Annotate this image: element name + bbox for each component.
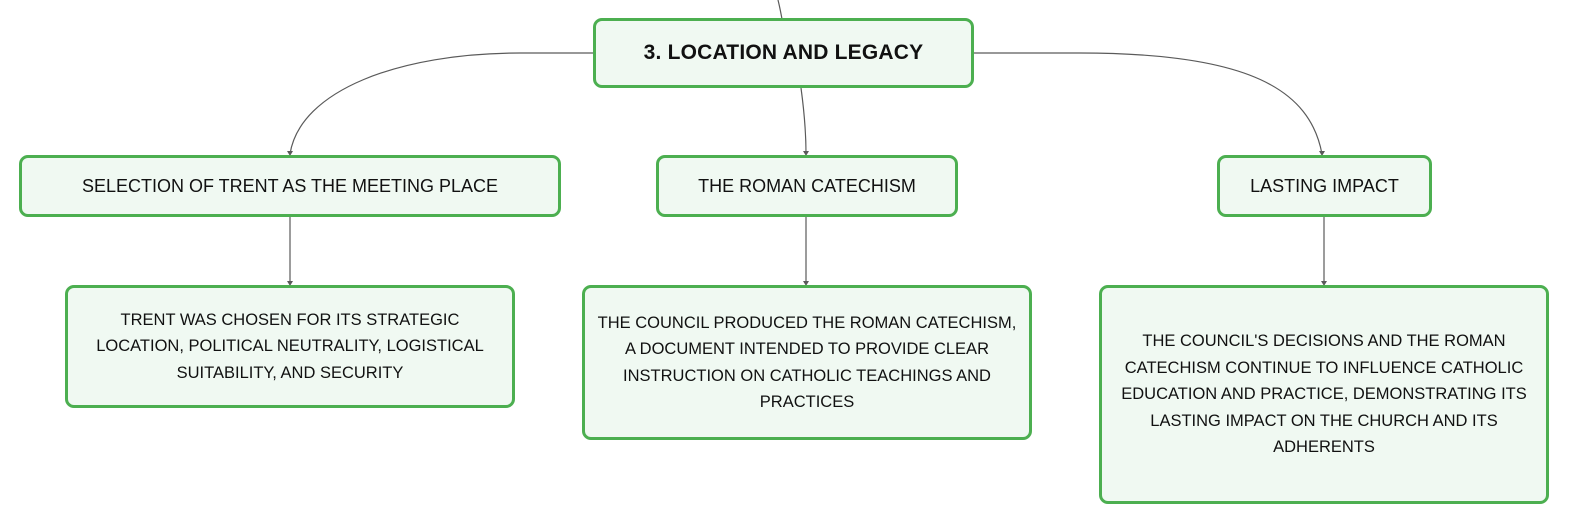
root-node-label: 3. LOCATION AND LEGACY bbox=[643, 41, 924, 64]
connector-root-to-catechism bbox=[800, 87, 807, 155]
connector-root-to-selection bbox=[289, 52, 595, 155]
branch-node-label: SELECTION OF TRENT AS THE MEETING PLACE bbox=[81, 175, 499, 196]
detail-node-text: TRENT WAS CHOSEN FOR ITS STRATEGIC LOCAT… bbox=[96, 310, 484, 382]
arrowhead-impact-detail bbox=[1321, 281, 1327, 286]
arrowhead-selection-detail bbox=[287, 281, 293, 286]
branch-node-lasting-impact[interactable]: LASTING IMPACT bbox=[1217, 155, 1432, 217]
branch-node-selection-of-trent[interactable]: SELECTION OF TRENT AS THE MEETING PLACE bbox=[19, 155, 561, 217]
detail-node-roman-catechism[interactable]: THE COUNCIL PRODUCED THE ROMAN CATECHISM… bbox=[582, 285, 1032, 440]
detail-node-lasting-impact[interactable]: THE COUNCIL'S DECISIONS AND THE ROMAN CA… bbox=[1099, 285, 1549, 504]
detail-node-text: THE COUNCIL'S DECISIONS AND THE ROMAN CA… bbox=[1121, 332, 1527, 457]
arrowhead-selection bbox=[287, 151, 293, 156]
arrowhead-impact bbox=[1319, 151, 1325, 156]
arrowhead-catechism-detail bbox=[803, 281, 809, 286]
branch-node-roman-catechism[interactable]: THE ROMAN CATECHISM bbox=[656, 155, 958, 217]
arrowhead-catechism bbox=[803, 151, 809, 156]
root-node[interactable]: 3. LOCATION AND LEGACY bbox=[593, 18, 974, 88]
branch-node-label: LASTING IMPACT bbox=[1250, 175, 1399, 196]
detail-node-text: THE COUNCIL PRODUCED THE ROMAN CATECHISM… bbox=[597, 313, 1017, 412]
connector-root-to-impact bbox=[973, 52, 1323, 155]
connector-incoming bbox=[777, 0, 783, 20]
detail-node-selection-of-trent[interactable]: TRENT WAS CHOSEN FOR ITS STRATEGIC LOCAT… bbox=[65, 285, 515, 408]
branch-node-label: THE ROMAN CATECHISM bbox=[698, 175, 916, 196]
